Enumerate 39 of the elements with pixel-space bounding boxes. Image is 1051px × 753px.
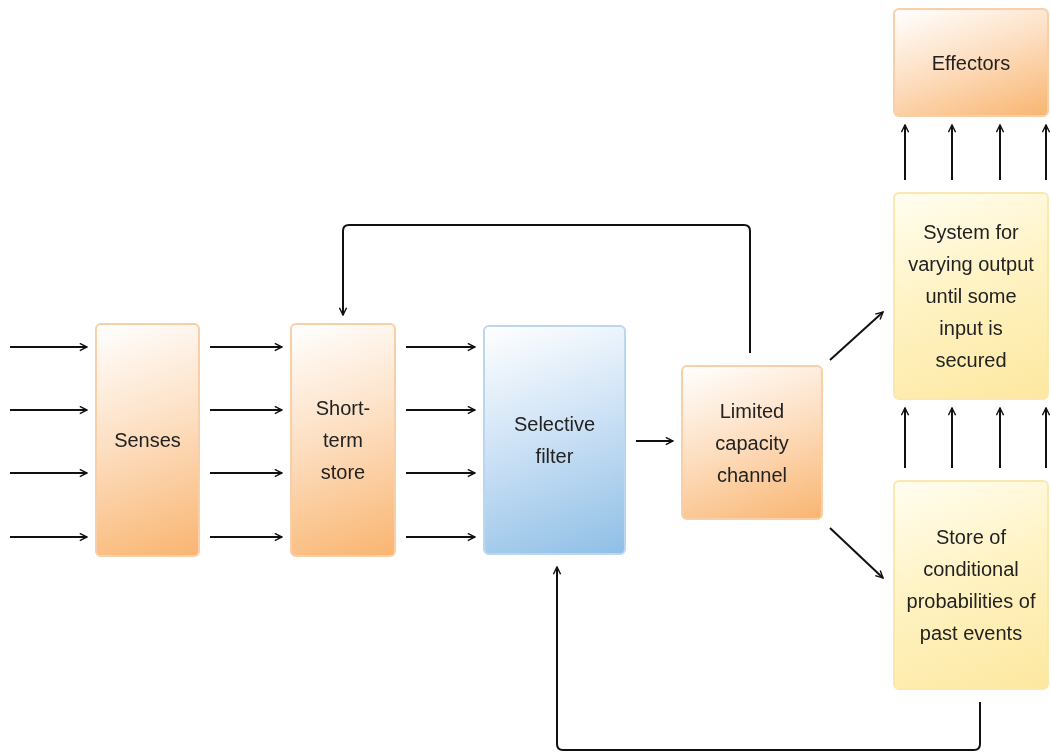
arrow — [405, 532, 476, 542]
arrow — [552, 566, 981, 751]
arrow — [209, 342, 283, 352]
process-box — [893, 8, 1049, 117]
arrow — [900, 407, 910, 469]
arrow — [405, 468, 476, 478]
arrow — [829, 527, 884, 579]
box-label: Selective filter — [512, 412, 597, 469]
arrow — [9, 532, 88, 542]
process-box — [893, 192, 1049, 400]
box-label: Senses — [114, 428, 181, 453]
arrow — [405, 342, 476, 352]
arrow — [947, 124, 957, 181]
arrow — [635, 436, 674, 446]
arrow — [209, 405, 283, 415]
process-box — [893, 480, 1049, 690]
box-label: Short- term store — [314, 396, 372, 485]
arrow — [995, 124, 1005, 181]
arrow — [338, 224, 751, 354]
arrow — [900, 124, 910, 181]
box-label: Effectors — [931, 50, 1011, 76]
arrow — [1041, 124, 1051, 181]
arrow — [829, 311, 884, 361]
process-box — [290, 323, 396, 557]
arrow — [9, 468, 88, 478]
box-label: Limited capacity channel — [714, 398, 790, 488]
arrow — [947, 407, 957, 469]
arrow — [405, 405, 476, 415]
arrow — [209, 468, 283, 478]
arrow — [995, 407, 1005, 469]
arrow — [1041, 407, 1051, 469]
arrow — [9, 405, 88, 415]
filter-box — [483, 325, 626, 555]
box-label: System for varying output until some input is secured — [907, 220, 1035, 373]
arrow — [209, 532, 283, 542]
box-label: Store of conditional probabilities of past events — [905, 525, 1037, 646]
process-box — [681, 365, 823, 520]
arrow — [9, 342, 88, 352]
process-box — [95, 323, 200, 557]
